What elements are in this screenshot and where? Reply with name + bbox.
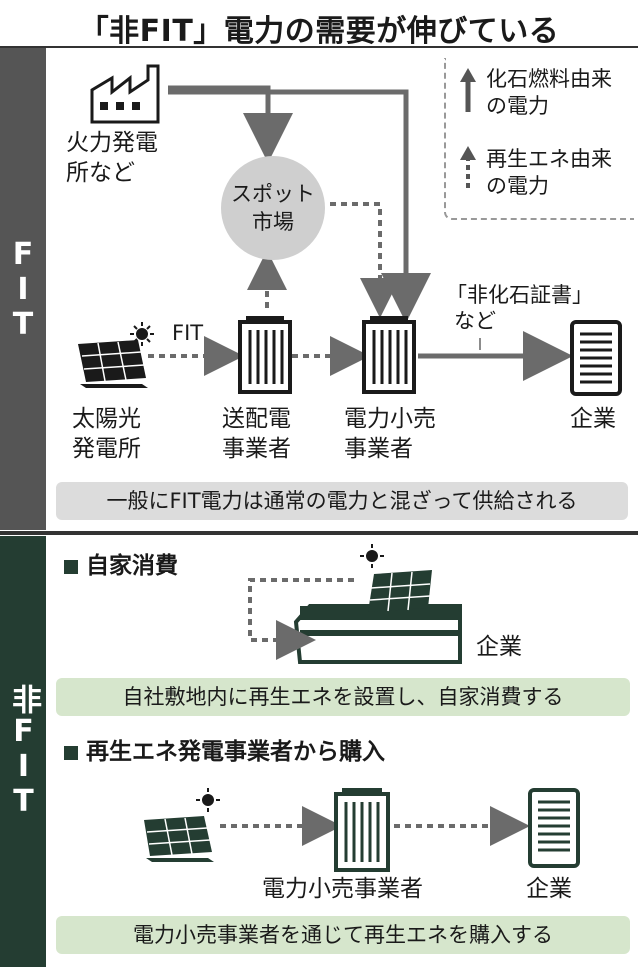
purchase-retailer-label: 電力小売事業者 [262,876,423,902]
renewable-arrows [148,202,400,376]
fossil-arrows [168,85,431,323]
legend-box [444,58,634,220]
fit-note: 一般にFIT電力は通常の電力と混ざって供給される [56,482,628,520]
legend-fossil-label-2: の電力 [486,94,549,118]
purchase-company-label: 企業 [526,876,572,902]
thermal-plant-label-2: 所など [66,160,135,186]
fit-flow-label: FIT [172,321,204,345]
section-divider [0,531,638,535]
page-title: 「非FIT」電力の需要が伸びている [78,14,560,49]
purchase-retailer-building-icon [334,788,390,872]
purchase-sun-icon [196,788,220,812]
title-divider [0,46,638,48]
retailer-label-2: 事業者 [344,436,413,462]
solar-plant-label-2: 発電所 [72,436,141,462]
legend-fossil-arrow [460,68,476,112]
purchase-heading: 再生エネ発電事業者から購入 [64,732,385,766]
purchase-company-building-icon [528,788,580,868]
legend-renewable-arrow [460,146,476,188]
legend-renewable-label-1: 再生エネ由来 [486,147,612,171]
thermal-plant-label-1: 火力発電 [66,130,158,156]
sun-icon [130,322,154,346]
self-consumption-note: 自社敷地内に再生エネを設置し、自家消費する [56,678,630,716]
spot-market-label-1: スポット [231,182,315,206]
legend-renewable-label-2: の電力 [486,174,549,198]
purchase-heading-text: 再生エネ発電事業者から購入 [86,739,385,765]
factory-icon [90,64,160,124]
fit-section-label: FIT [0,48,46,530]
solar-plant-label-1: 太陽光 [72,406,141,432]
certificate-label-1: 「非化石証書」 [446,283,593,307]
self-consumption-sun-icon [360,544,384,568]
transmission-label-1: 送配電 [222,406,291,432]
company-label: 企業 [570,406,616,432]
company-building-icon [570,320,622,396]
spot-market-label-2: 市場 [252,210,294,234]
transmission-label-2: 事業者 [222,436,291,462]
legend-fossil-label-1: 化石燃料由来 [486,67,612,91]
nonfit-section-label: 非FIT [0,536,46,967]
transmission-building-icon [238,316,292,394]
self-consumption-solar-icon [368,570,432,612]
solar-panel-icon [78,340,148,388]
retailer-building-icon [362,316,416,394]
self-consumption-company-label: 企業 [476,634,522,660]
purchase-solar-icon [144,816,214,862]
self-consumption-heading-text: 自家消費 [86,553,178,579]
retailer-label-1: 電力小売 [344,406,436,432]
self-consumption-arrow [248,578,354,660]
self-consumption-building-icon [293,604,462,664]
self-consumption-heading: 自家消費 [64,546,178,580]
purchase-note: 電力小売事業者を通じて再生エネを購入する [56,916,630,954]
spot-market-node: スポット 市場 [221,156,325,260]
certificate-label-2: など [454,309,496,333]
